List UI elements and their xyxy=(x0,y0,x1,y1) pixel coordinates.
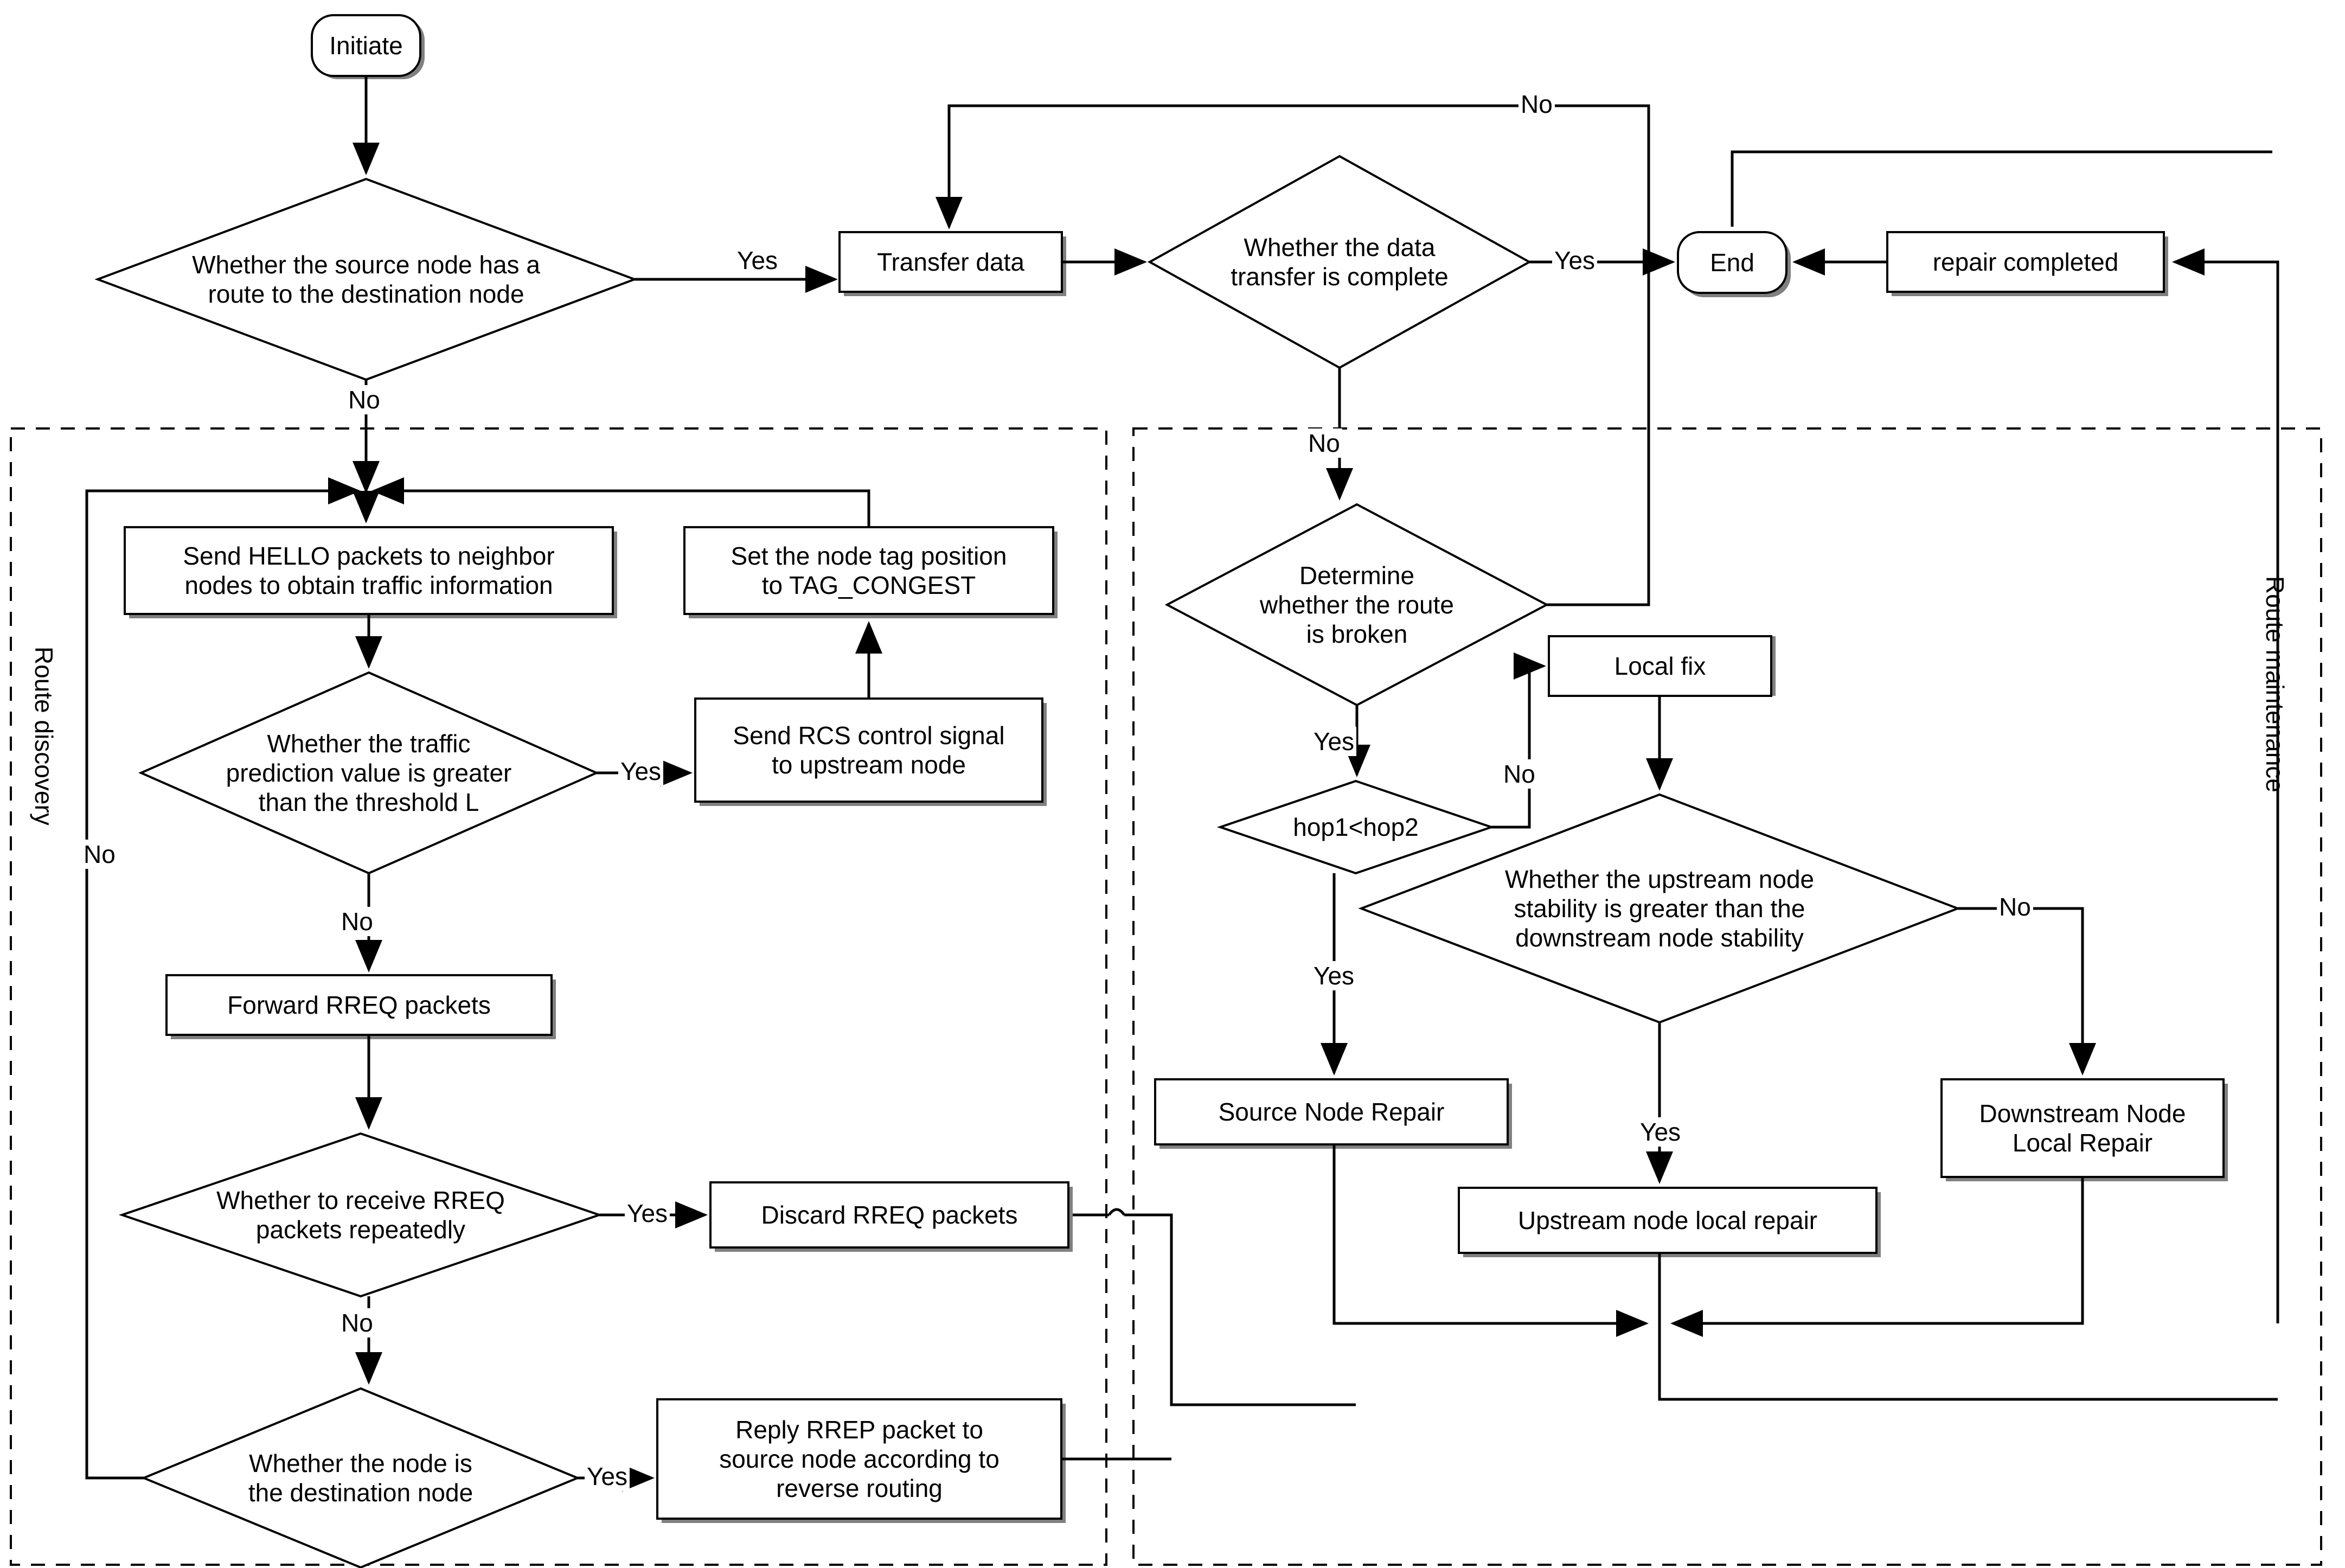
node-hop-compare[interactable] xyxy=(1216,779,1495,875)
node-forward-rreq[interactable] xyxy=(165,974,556,1039)
group-label-route-discovery: Route discovery xyxy=(30,647,58,825)
edge-route-broken-no xyxy=(1547,271,1650,606)
edge-label-no-hop: No xyxy=(1501,759,1537,789)
node-is-destination[interactable] xyxy=(140,1387,581,1568)
node-has-route[interactable] xyxy=(94,177,638,381)
node-downstream-local-repair[interactable] xyxy=(1940,1078,2228,1181)
group-label-route-maintenance: Route maintenance xyxy=(2261,576,2289,792)
node-repair-completed[interactable] xyxy=(1886,231,2168,296)
edge-isdest-no-loop xyxy=(85,477,361,1480)
edge-discard-hop xyxy=(1107,1208,1126,1216)
edge-discard-right2 xyxy=(1124,1213,1356,1406)
edge-label-yes-recv: Yes xyxy=(625,1199,670,1228)
edge-label-yes-has-route: Yes xyxy=(735,246,780,275)
edge-label-no-stability: No xyxy=(1997,892,2033,921)
edge-label-yes-is-dest: Yes xyxy=(585,1462,630,1491)
node-upstream-local-repair[interactable] xyxy=(1458,1187,1881,1257)
edge-downrepair-merge xyxy=(1670,1177,2084,1337)
node-receive-repeated[interactable] xyxy=(118,1132,603,1298)
edge-xfer-no-loop xyxy=(936,104,1650,262)
edge-top-right-into-end xyxy=(1731,150,2272,227)
node-source-node-repair[interactable] xyxy=(1154,1078,1512,1149)
group-route-discovery-border xyxy=(10,427,1107,1566)
group-route-maintenance-border xyxy=(1132,427,2322,1566)
node-traffic-threshold[interactable] xyxy=(138,671,599,875)
node-local-fix[interactable] xyxy=(1548,635,1776,697)
node-send-hello[interactable] xyxy=(124,526,617,618)
edge-label-yes-broken: Yes xyxy=(1311,727,1357,756)
edge-merge-bus-right xyxy=(1658,1323,2278,1401)
node-route-broken[interactable] xyxy=(1164,503,1549,707)
edge-label-no-recv: No xyxy=(339,1308,375,1337)
edge-label-no-xfer-down: No xyxy=(1306,428,1342,458)
node-end[interactable] xyxy=(1677,231,1791,297)
node-discard-rreq[interactable] xyxy=(709,1181,1073,1252)
node-set-tag[interactable] xyxy=(683,526,1058,618)
node-transfer-data[interactable] xyxy=(838,231,1066,296)
edge-settag-loop-back xyxy=(371,477,870,527)
node-send-rcs[interactable] xyxy=(694,697,1047,806)
node-transfer-complete[interactable] xyxy=(1147,155,1532,369)
edge-label-no-has-route: No xyxy=(346,385,382,414)
edge-label-yes-stability: Yes xyxy=(1638,1117,1683,1147)
edge-label-yes-xfer: Yes xyxy=(1552,246,1598,275)
edge-right-loop-to-repair xyxy=(2172,248,2279,1323)
edge-label-no-xfer: No xyxy=(1519,89,1555,119)
edge-hop-no xyxy=(1491,652,1546,829)
edge-label-yes-traffic: Yes xyxy=(618,757,664,786)
node-reply-rrep[interactable] xyxy=(656,1398,1066,1523)
edge-label-no-traffic: No xyxy=(339,907,375,936)
node-initiate[interactable] xyxy=(311,14,425,79)
edge-stability-no xyxy=(1958,907,2096,1076)
edge-srcrepair-merge xyxy=(1332,1144,1649,1337)
edge-label-no-discovery-left: No xyxy=(81,840,118,869)
edge-label-yes-hop: Yes xyxy=(1311,961,1357,990)
